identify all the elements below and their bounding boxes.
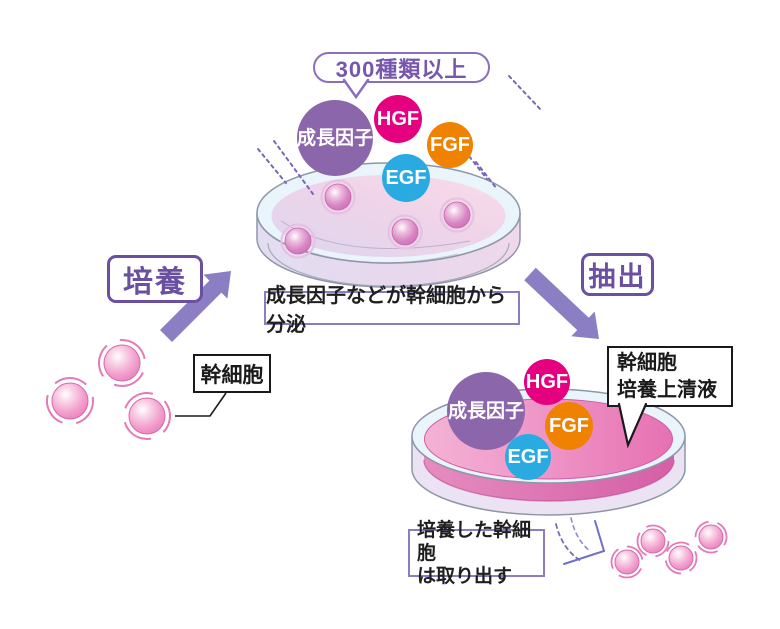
- growth-factor-circle-top: 成長因子: [297, 100, 373, 176]
- removed-cells-group: [610, 520, 728, 579]
- step-culture-label: 培養: [123, 266, 187, 299]
- secretion-note: 成長因子などが幹細胞から分泌: [264, 285, 520, 336]
- remove-dashed-arrow: [555, 517, 606, 565]
- step-box-culture: 培養: [107, 255, 203, 303]
- stem-cell: [46, 377, 94, 425]
- growth-factor-label: 成長因子: [297, 127, 374, 149]
- egf-label: EGF: [385, 167, 427, 189]
- hgf-circle-right: HGF: [524, 359, 570, 405]
- culture-arrow: [160, 271, 231, 342]
- fgf-circle-right: FGF: [545, 402, 593, 450]
- hgf-label: HGF: [376, 108, 420, 130]
- dish-cell: [439, 197, 475, 233]
- extract-arrow: [524, 267, 599, 339]
- culture-liquid-swirl-2: [299, 248, 459, 264]
- hgf-circle-top: HGF: [374, 95, 422, 143]
- step-extract-label: 抽出: [588, 262, 647, 292]
- remove-note-text: 培養した幹細胞 は取り出す: [417, 519, 543, 588]
- fgf-circle-top: FGF: [427, 122, 473, 168]
- stem-cell: [98, 339, 146, 387]
- egf-label: EGF: [507, 446, 549, 468]
- supernatant-line2: 培養上清液: [617, 378, 717, 401]
- remove-note: 培養した幹細胞 は取り出す: [408, 520, 545, 587]
- removed-cell: [610, 545, 644, 579]
- fgf-label: FGF: [430, 134, 470, 156]
- culture-dish-bottom-line: [267, 242, 510, 287]
- secretion-note-label: 成長因子などが幹細胞から分泌: [266, 285, 506, 336]
- stem-cells-group: [46, 339, 171, 440]
- growth-factor-label: 成長因子: [447, 400, 524, 422]
- supernatant-band-edge: [423, 459, 675, 502]
- removed-cell: [694, 520, 728, 554]
- secretion-dash-lines: [257, 75, 542, 195]
- stem-cell-label: 幹細胞: [200, 363, 264, 387]
- dish-cell: [280, 223, 316, 259]
- supernatant-balloon: 幹細胞 培養上清液: [607, 346, 733, 407]
- remove-line1: 培養した幹細胞: [417, 519, 532, 564]
- supernatant-line1: 幹細胞: [617, 351, 677, 374]
- stem-cell-leader-line: [175, 392, 227, 417]
- egf-circle-right: EGF: [505, 434, 551, 480]
- supernatant-liquid-band: [424, 437, 674, 501]
- remove-line2: は取り出す: [417, 565, 513, 587]
- egf-circle-top: EGF: [382, 154, 430, 202]
- removed-cell: [664, 541, 698, 575]
- dish-cell: [320, 179, 356, 215]
- bubble-300-types-label: 300種類以上: [335, 56, 468, 82]
- step-box-extract: 抽出: [581, 253, 654, 296]
- dish-cell: [387, 214, 423, 250]
- removed-cell: [636, 524, 670, 558]
- stem-cell-label-box: 幹細胞: [193, 354, 271, 393]
- growth-factor-circle-right: 成長因子: [447, 372, 525, 450]
- supernatant-balloon-text: 幹細胞 培養上清液: [617, 350, 717, 404]
- stem-cell: [123, 392, 171, 440]
- fgf-label: FGF: [549, 415, 589, 437]
- bubble-300-types: 300種類以上: [313, 52, 490, 83]
- hgf-label: HGF: [525, 371, 569, 393]
